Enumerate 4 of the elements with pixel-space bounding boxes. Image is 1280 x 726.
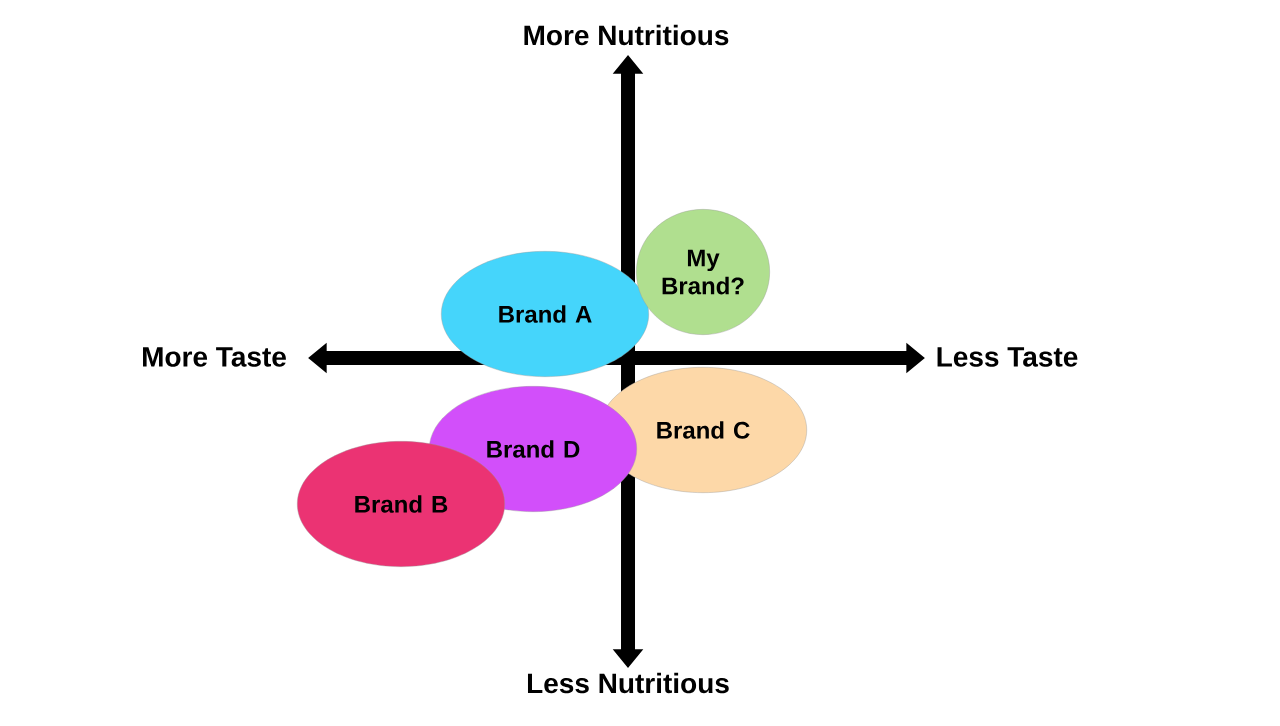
axis-label: More Nutritious bbox=[524, 24, 729, 46]
axis-label: Less Taste bbox=[937, 347, 1078, 367]
axis-label: More Taste bbox=[143, 347, 286, 367]
axis-label: Less Nutritious bbox=[528, 672, 729, 694]
